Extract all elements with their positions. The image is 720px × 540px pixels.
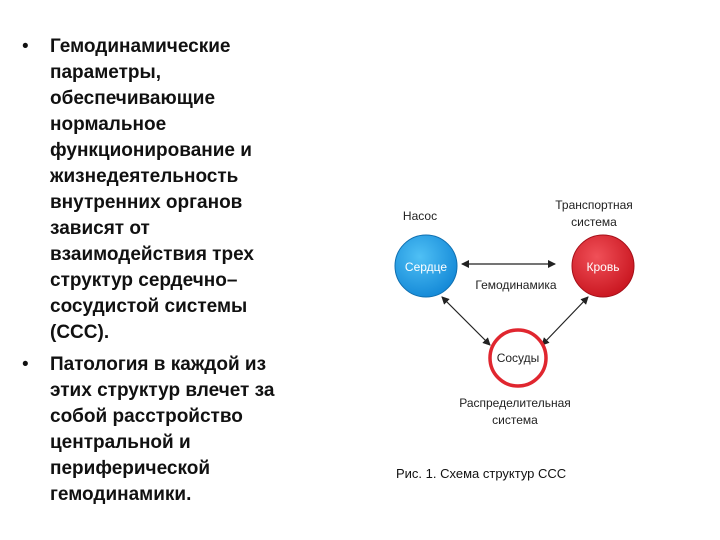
heart-vessels-arrow <box>441 296 491 346</box>
heart-node <box>394 234 458 298</box>
text-column: • Гемодинамические параметры, обеспечива… <box>18 34 348 514</box>
vessels-role-line1: Распределительная <box>459 396 571 410</box>
heart-role-label: Насос <box>403 209 437 223</box>
blood-role-line2: система <box>571 215 617 229</box>
vessels-label: Сосуды <box>497 351 540 365</box>
bullet-marker: • <box>22 354 29 375</box>
hemodynamics-label: Гемодинамика <box>475 278 557 292</box>
bullet-text: Патология в каждой из этих структур влеч… <box>50 354 275 505</box>
bullet-marker: • <box>22 36 29 57</box>
ccc-structure-diagram: Сердце Насос Кровь Транспортная система … <box>394 198 635 427</box>
vessels-role-line2: система <box>492 413 538 427</box>
blood-node <box>571 234 635 298</box>
blood-vessels-arrow <box>541 296 589 346</box>
bullet-item-1: • Гемодинамические параметры, обеспечива… <box>18 34 348 346</box>
bullet-item-2: • Патология в каждой из этих структур вл… <box>18 352 348 508</box>
vessels-node <box>488 328 548 388</box>
figure-caption: Рис. 1. Схема структур ССС <box>396 466 567 481</box>
blood-role-line1: Транспортная <box>555 198 633 212</box>
blood-label: Кровь <box>587 260 620 274</box>
bullet-text: Гемодинамические параметры, обеспечивающ… <box>50 36 254 343</box>
heart-label: Сердце <box>405 260 447 274</box>
